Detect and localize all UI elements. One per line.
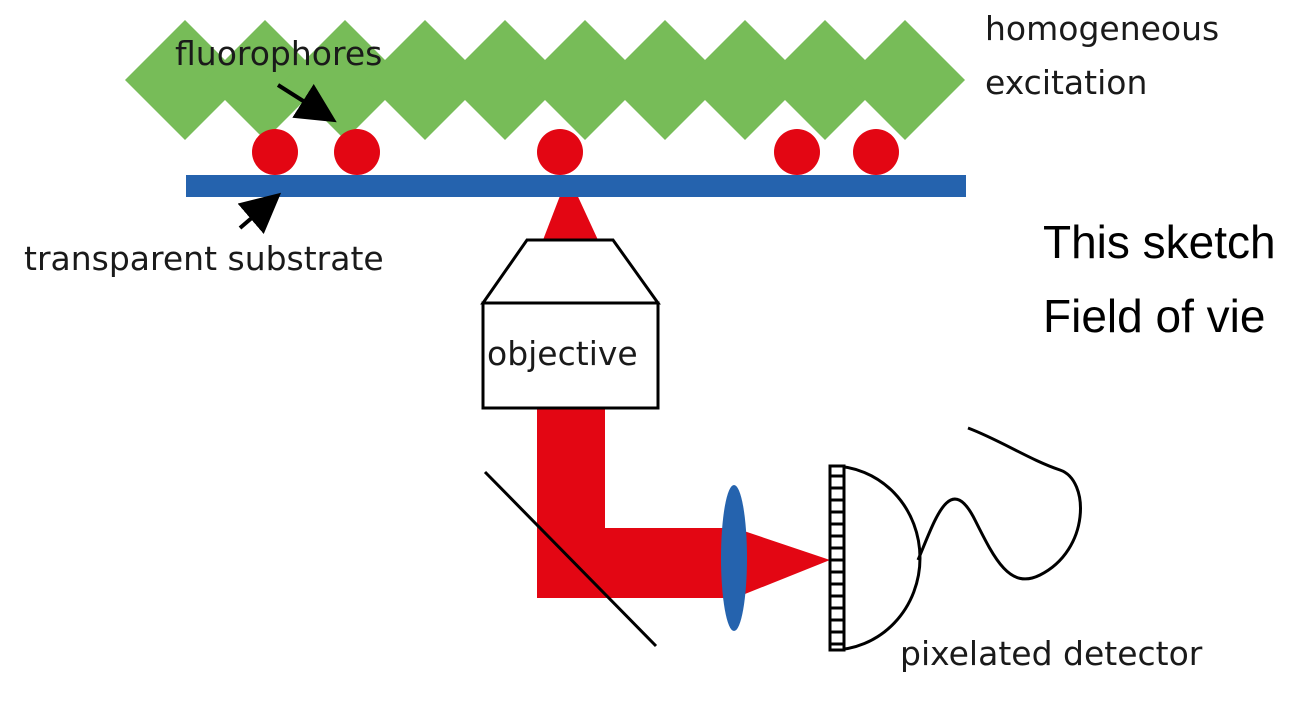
lens-icon <box>721 485 747 631</box>
pixelated-detector-icon <box>828 426 1082 652</box>
mirror-icon <box>483 470 658 648</box>
fluorophore <box>252 129 298 175</box>
label-fluorophores: fluorophores <box>175 34 382 73</box>
fluorophores-arrow <box>276 83 337 123</box>
fluorophore <box>537 129 583 175</box>
substrate-arrow <box>237 192 282 235</box>
objective-lens-icon <box>480 238 661 410</box>
label-homogeneous: homogeneous <box>985 9 1219 48</box>
detector-cable <box>916 426 1082 581</box>
caption-line-1: This sketch <box>1043 216 1276 268</box>
substrate <box>186 175 966 197</box>
label-excitation: excitation <box>985 63 1147 102</box>
focusing-cone <box>735 528 830 598</box>
caption-line-2: Field of vie <box>1043 290 1265 342</box>
fluorophore <box>853 129 899 175</box>
beam-horizontal <box>537 528 735 598</box>
fluorophore <box>334 129 380 175</box>
label-objective: objective <box>487 334 638 373</box>
excitation-band <box>125 20 965 140</box>
collection-cone <box>543 175 598 240</box>
fluorophore <box>774 129 820 175</box>
label-substrate: transparent substrate <box>24 239 384 278</box>
label-detector: pixelated detector <box>900 634 1203 673</box>
fluorophores <box>252 129 899 175</box>
emission-beam <box>537 175 830 598</box>
